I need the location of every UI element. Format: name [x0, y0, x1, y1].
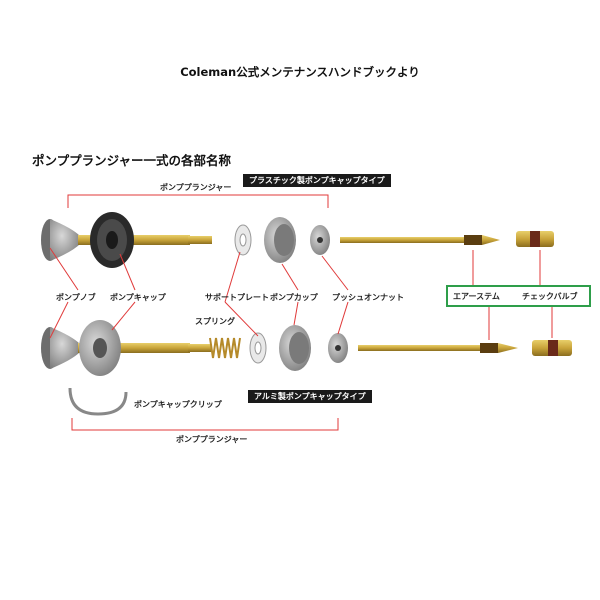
plunger-bracket-top [67, 194, 329, 208]
label-spring: スプリング [195, 317, 235, 326]
label-pump-cup: ポンプカップ [270, 293, 318, 302]
cap-clip [68, 387, 128, 416]
spring [209, 337, 241, 359]
caption: Coleman公式メンテナンスハンドブックより [180, 65, 420, 79]
label-pump-cap: ポンプキャップ [110, 293, 166, 302]
rod-tip-top [188, 236, 212, 244]
support-plate-bottom [249, 332, 267, 364]
leader-lines [49, 247, 553, 340]
push-nut-top [310, 225, 330, 255]
badge-aluminum-type: アルミ製ポンプキャップタイプ [248, 390, 372, 403]
support-plate-top [234, 224, 252, 256]
rod-tip-bottom [188, 344, 212, 352]
pump-cap-plastic [90, 212, 134, 268]
rod-bottom [78, 343, 190, 353]
knob-bottom [41, 327, 80, 369]
knob-top [41, 219, 80, 261]
label-check-valve: チェックバルブ [522, 292, 578, 301]
plunger-bracket-bottom [71, 418, 339, 431]
push-nut-bottom [328, 333, 348, 363]
label-air-stem: エアーステム [453, 292, 500, 301]
pump-cap-aluminum [79, 320, 121, 376]
air-stem-bottom [358, 343, 518, 353]
label-push-on-nut: プッシュオンナット [332, 293, 404, 302]
check-valve-bottom [532, 340, 572, 356]
label-plunger-top: ポンププランジャー [160, 183, 232, 192]
pump-cup-top [264, 217, 296, 263]
highlight-box [446, 285, 591, 307]
air-stem-top [340, 235, 500, 245]
label-support-plate: サポートプレート [205, 293, 269, 302]
badge-plastic-type: プラスチック製ポンプキャップタイプ [243, 174, 391, 187]
label-pump-knob: ポンプノブ [56, 293, 96, 302]
label-plunger-bottom: ポンププランジャー [176, 435, 248, 444]
label-cap-clip: ポンプキャップクリップ [134, 400, 222, 409]
check-valve-top [516, 231, 554, 247]
pump-cup-bottom [279, 325, 311, 371]
diagram-title: ポンププランジャー一式の各部名称 [32, 153, 232, 168]
